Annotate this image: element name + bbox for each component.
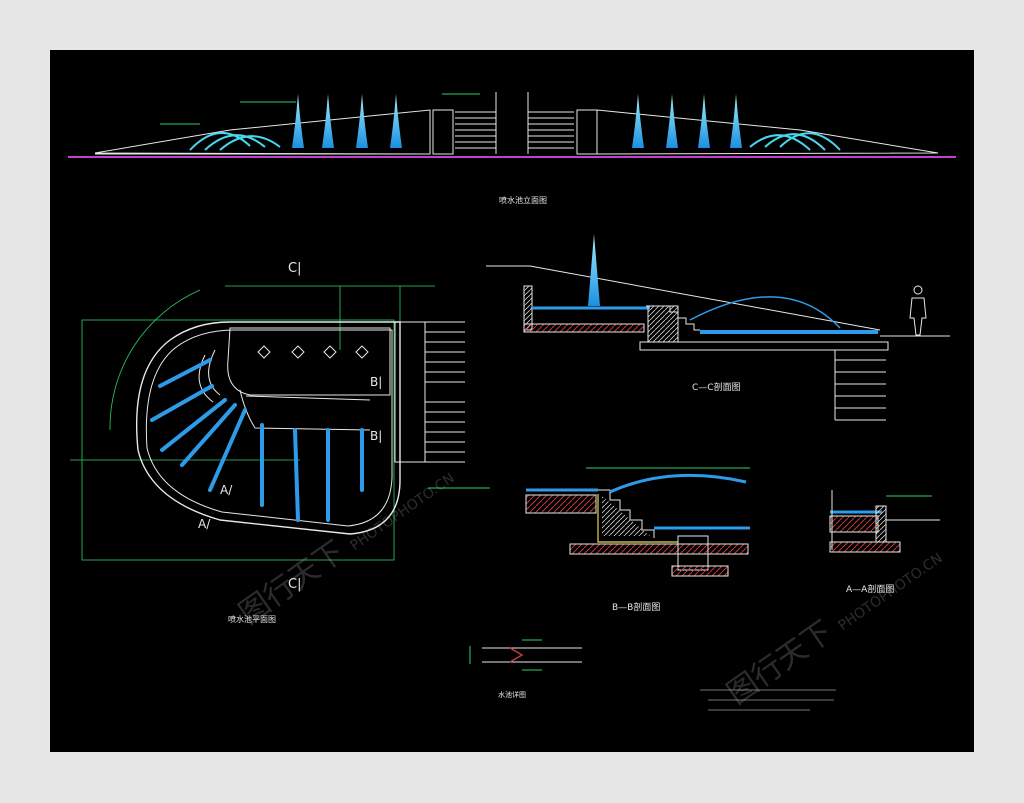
plan-view: C| C| B| B| A/ A/ 喷水池平面图: [70, 261, 490, 624]
elevation-jets-right: [632, 94, 841, 151]
section-cc-title: C—C剖面图: [692, 381, 741, 393]
plan-cut-a1: A/: [220, 483, 233, 497]
human-scale-figure: [909, 285, 927, 336]
section-bb-title: B—B剖面图: [612, 601, 660, 613]
cad-drawing: 喷水池立面图: [68, 92, 956, 711]
elevation-title: 喷水池立面图: [499, 195, 547, 205]
elevation-jets-left: [189, 94, 402, 151]
cad-drawing-sheet: 喷水池立面图: [50, 50, 974, 752]
section-aa-view: A—A剖面图: [829, 490, 940, 595]
plan-title: 喷水池平面图: [228, 614, 276, 624]
elevation-view: 喷水池立面图: [68, 92, 956, 205]
detail-title: 水池详图: [498, 690, 526, 699]
section-aa-title: A—A剖面图: [846, 583, 894, 595]
plan-cut-a2: A/: [198, 517, 211, 531]
plan-cut-c-bottom: C|: [288, 577, 301, 592]
plan-cut-b2: B|: [370, 429, 382, 443]
detail-view: 水池详图: [469, 639, 582, 699]
plan-cut-c-top: C|: [288, 261, 301, 276]
notes-block: [700, 689, 836, 711]
plan-jet-bars: [150, 358, 364, 522]
plan-cut-b1: B|: [370, 375, 382, 389]
section-cc-view: C—C剖面图: [486, 234, 950, 421]
section-bb-view: B—B剖面图: [525, 467, 750, 613]
